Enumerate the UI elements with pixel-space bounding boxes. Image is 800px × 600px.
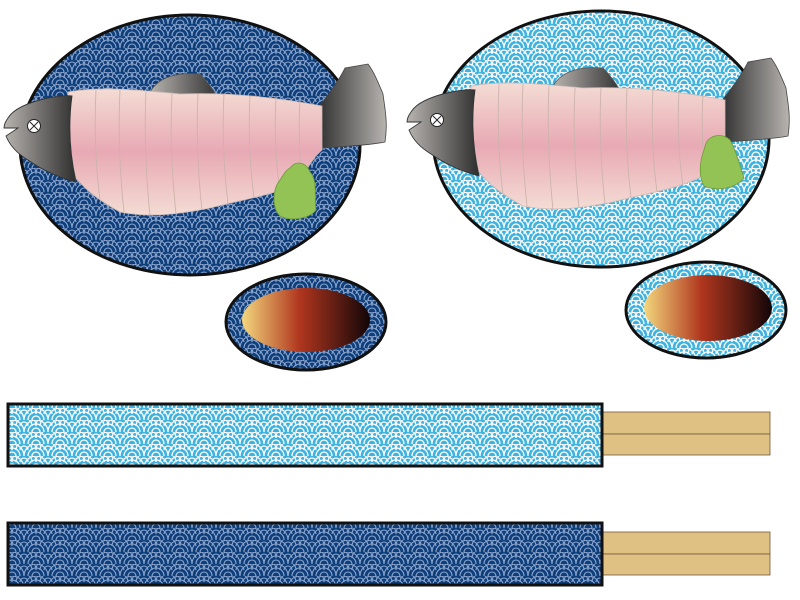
left-soy-dish-group [224,272,388,372]
chopsticks-icon [599,411,771,456]
right-wasabi [699,135,745,190]
right-plate-group [406,9,790,269]
left-wasabi [273,162,317,220]
chopsticks-icon [599,531,771,576]
chopsticks-navy-sleeve [6,521,771,587]
right-soy-dish-group [624,260,788,360]
navy-chopstick-sleeve [6,521,604,587]
sky-chopstick-sleeve [6,402,604,468]
left-soy-sauce [242,288,370,352]
right-soy-sauce [644,275,772,341]
left-plate-group [3,13,387,277]
chopsticks-sky-sleeve [6,402,771,468]
